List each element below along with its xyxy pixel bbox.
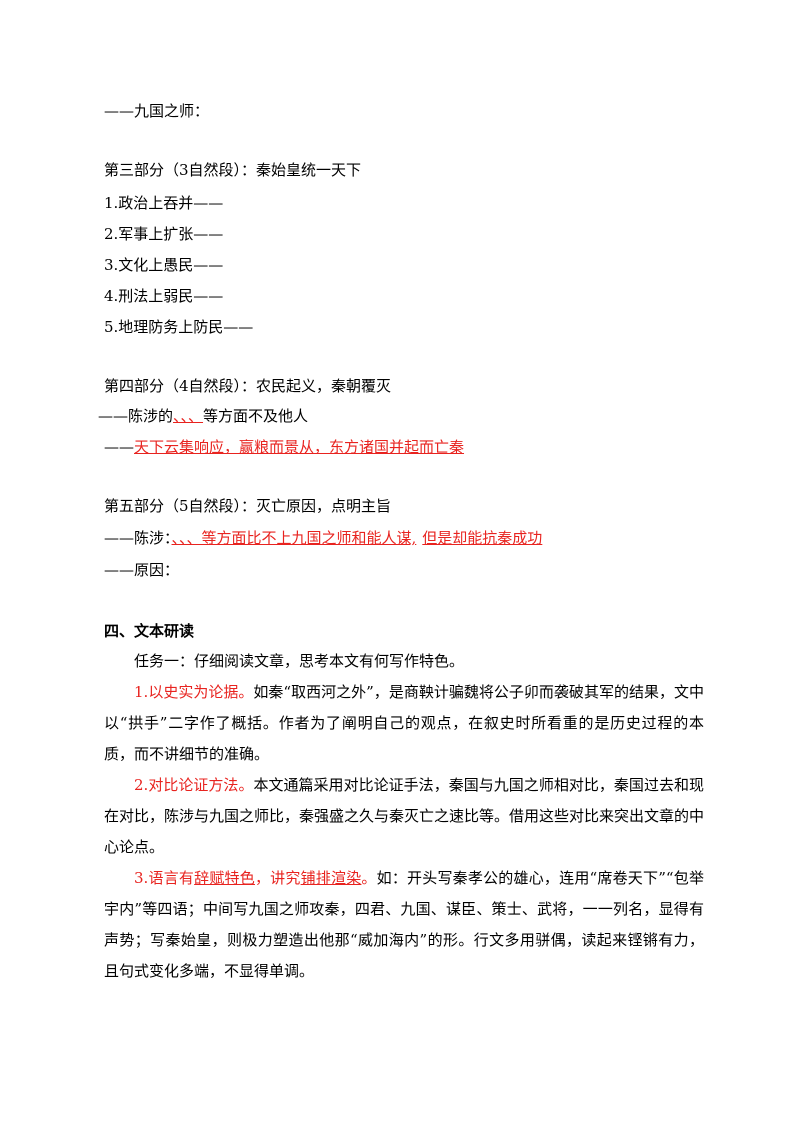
section4-heading: 四、文本研读: [104, 622, 195, 640]
part4-line-1: ——陈涉的、、、等方面不及他人: [98, 406, 308, 426]
part5-line-2: ——原因：: [104, 561, 180, 579]
part4-line-2-answer: 天下云集响应，赢粮而景从，东方诸国并起而亡秦: [134, 438, 465, 456]
section4-task: 任务一：仔细阅读文章，思考本文有何写作特色。: [134, 652, 465, 670]
part3-item-4: 4.刑法上弱民——: [104, 287, 224, 305]
part4-line-2: ——天下云集响应，赢粮而景从，东方诸国并起而亡秦: [104, 437, 464, 457]
part5-line-1: ——陈涉：、、、等方面比不上九国之师和能人谋, 但是却能抗秦成功: [104, 528, 542, 548]
part5-title: 第五部分（5自然段）：灭亡原因，点明主旨: [104, 497, 392, 515]
part3-item-1: 1.政治上吞并——: [104, 194, 224, 212]
part4-line-2-prefix: ——: [104, 438, 134, 456]
feature-paragraph-3: 3.语言有辞赋特色，讲究铺排渲染。如：开头写秦孝公的雄心，连用“席卷天下”“包举…: [104, 863, 704, 987]
part5-line-1-answer-a: 、、、等方面比不上九国之师和能人谋,: [171, 529, 417, 547]
feature-paragraph-2: 2.对比论证方法。本文通篇采用对比论证手法，秦国与九国之师相对比，秦国过去和现在…: [104, 770, 704, 863]
feature-2-text: 本文通篇采用对比论证手法，秦国与九国之师相对比，秦国过去和现在对比，陈涉与九国之…: [104, 776, 705, 856]
feature-3-text: 如：开头写秦孝公的雄心，连用“席卷天下”“包举宇内”等四语；中间写九国之师攻秦，…: [104, 869, 704, 980]
part3-title: 第三部分（3自然段）：秦始皇统一天下: [104, 161, 362, 179]
feature-2-label: 2.对比论证方法。: [134, 776, 254, 794]
part4-line-1-prefix: ——陈涉的: [98, 407, 174, 425]
part3-item-3: 3.文化上愚民——: [104, 256, 224, 274]
feature-1-label: 1.以史实为论据。: [134, 683, 254, 701]
part4-line-1-suffix: 等方面不及他人: [203, 407, 309, 425]
part5-line-1-answer-b: 但是却能抗秦成功: [422, 529, 543, 547]
feature-3-label-b: 辞赋特色: [194, 869, 255, 887]
part3-item-2: 2.军事上扩张——: [104, 225, 224, 243]
part3-item-5: 5.地理防务上防民——: [104, 318, 254, 336]
feature-3-label-c: ，讲究: [254, 869, 301, 887]
feature-3-label-e: 。: [361, 869, 377, 887]
feature-3-label-d: 铺排渲染: [300, 869, 362, 887]
part4-title: 第四部分（4自然段）：农民起义，秦朝覆灭: [104, 377, 392, 395]
part5-line-1-prefix: ——陈涉：: [104, 529, 172, 547]
feature-3-label-a: 3.语言有: [134, 869, 195, 887]
jiuguo-line: ——九国之师：: [104, 102, 210, 120]
part4-line-1-blank: 、、、: [173, 407, 204, 425]
feature-1-text: 如秦“取西河之外”，是商鞅计骗魏将公子卯而袭破其军的结果，文中以“拱手”二字作了…: [104, 683, 705, 763]
feature-paragraph-1: 1.以史实为论据。如秦“取西河之外”，是商鞅计骗魏将公子卯而袭破其军的结果，文中…: [104, 677, 704, 770]
